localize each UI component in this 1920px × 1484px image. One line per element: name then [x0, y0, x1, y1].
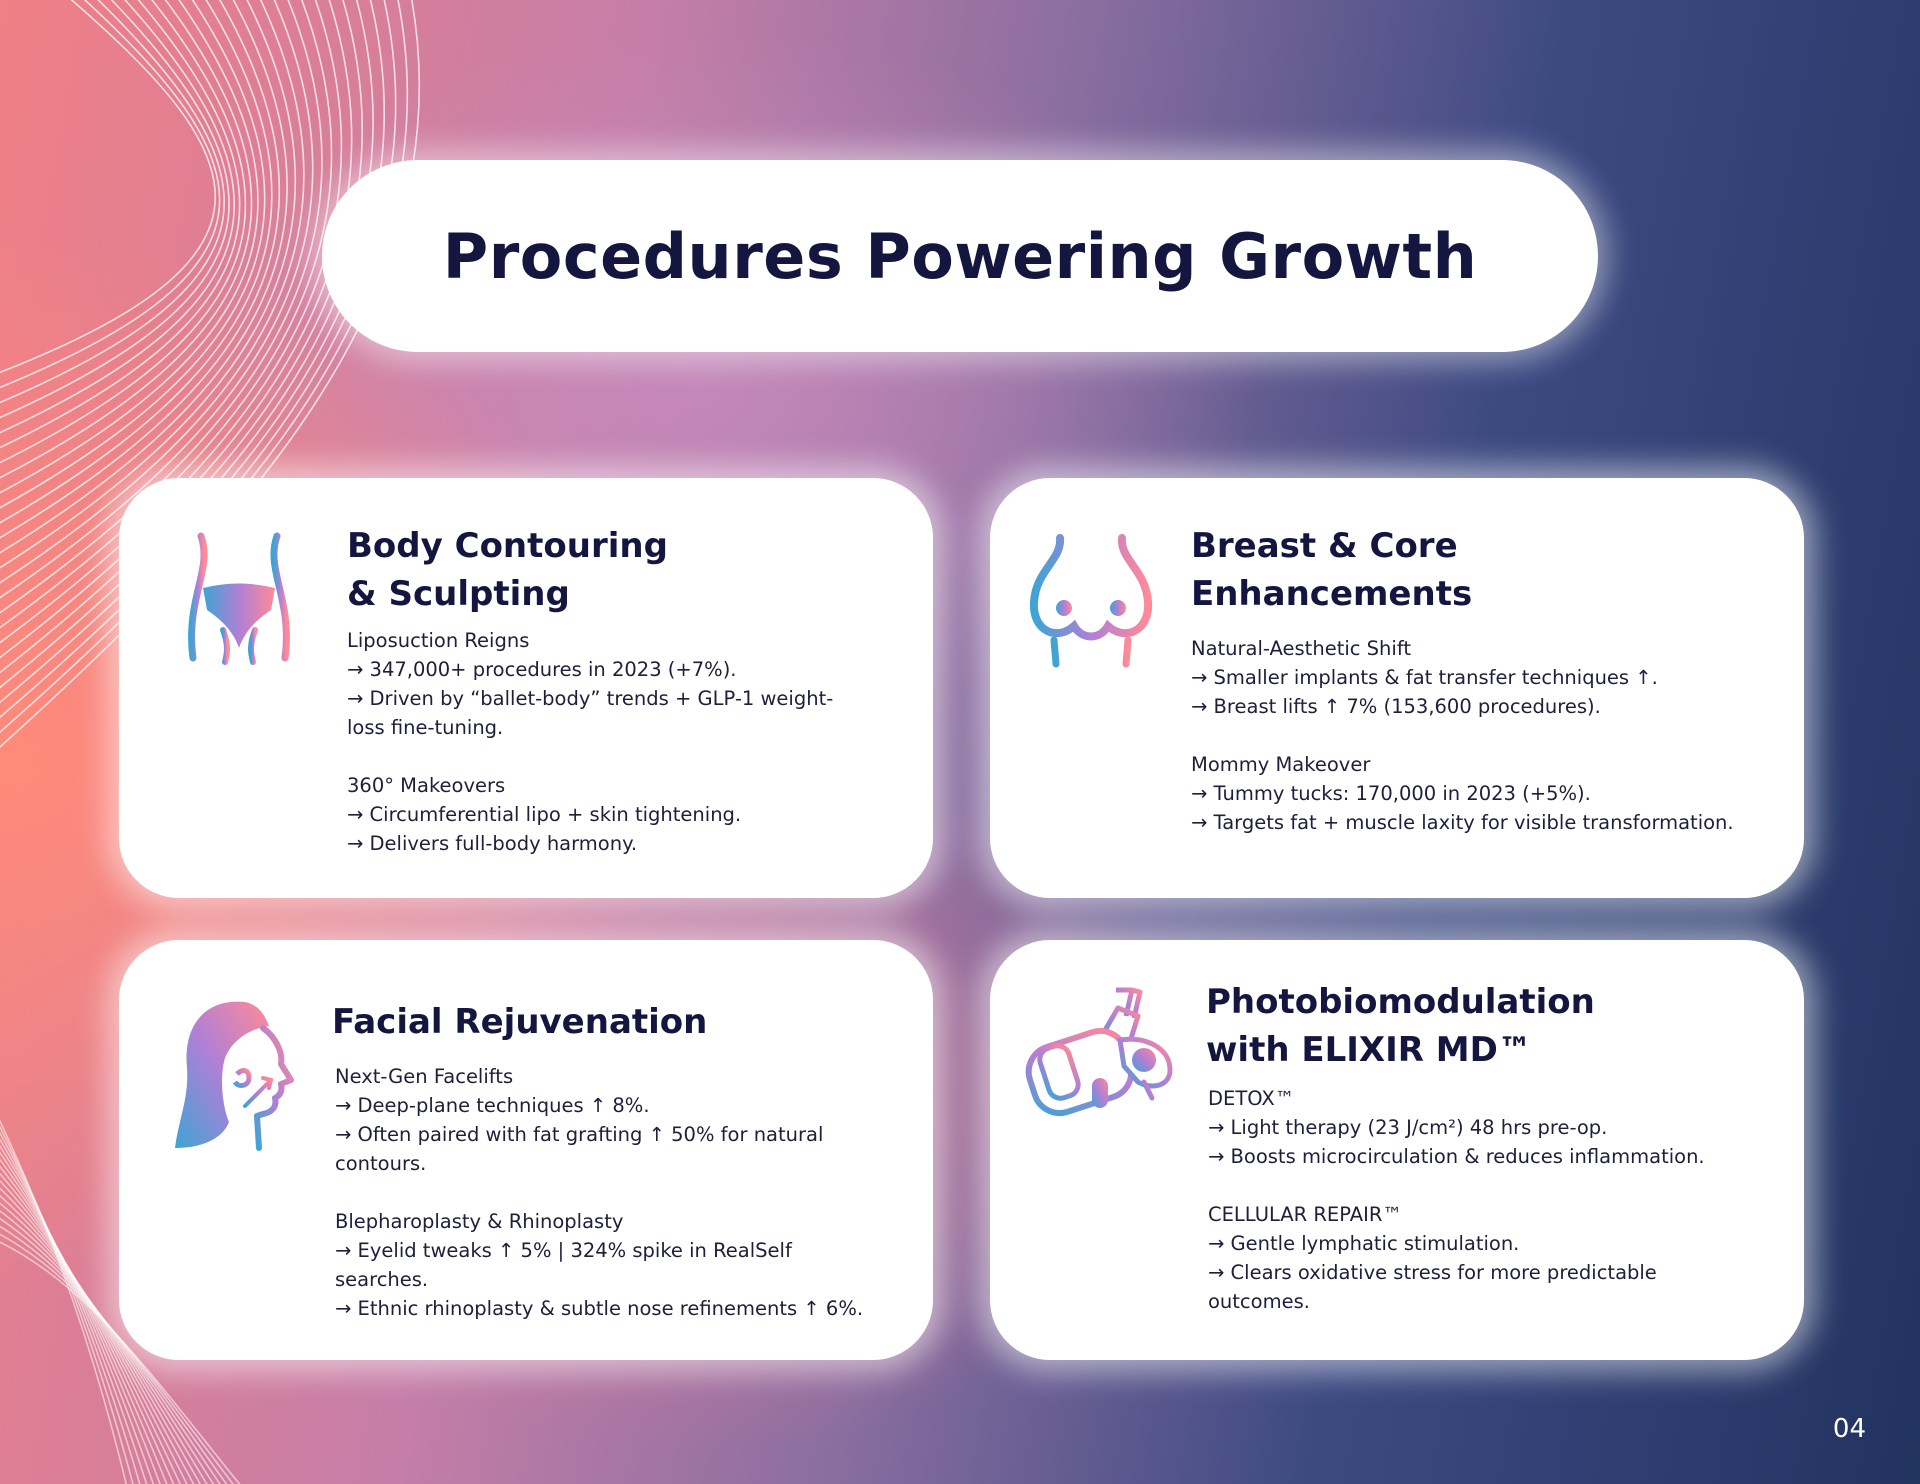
wave-line [0, 0, 305, 584]
card-body-contouring: Body Contouring & Sculpting Liposuction … [119, 478, 933, 898]
subheading: CELLULAR REPAIR™ [1208, 1203, 1402, 1226]
bullet-line: outcomes. [1208, 1290, 1310, 1313]
wave-line [0, 0, 314, 599]
subheading: Next-Gen Facelifts [335, 1065, 514, 1088]
wave-line [0, 0, 353, 659]
bullet-line: loss fine-tuning. [347, 716, 504, 739]
heading-line: Enhancements [1191, 574, 1473, 614]
bullet-line: → Circumferential lipo + skin tightening… [347, 803, 742, 826]
heading-line: & Sculpting [347, 574, 570, 614]
spacer [1208, 1171, 1778, 1200]
spacer [347, 742, 907, 771]
wave-line [0, 0, 230, 419]
title-banner: Procedures Powering Growth [322, 160, 1598, 352]
wave-line [0, 0, 333, 629]
wave-line [0, 0, 363, 674]
wave-line [0, 0, 374, 689]
subheading: 360° Makeovers [347, 774, 506, 797]
subheading: Natural-Aesthetic Shift [1191, 637, 1411, 660]
wave-line [0, 0, 397, 719]
wave-line [0, 0, 266, 509]
wave-line [0, 0, 421, 749]
wave-line [0, 0, 221, 389]
heading-line: Breast & Core [1191, 526, 1458, 566]
bullet-line: → Light therapy (23 J/cm²) 48 hrs pre-op… [1208, 1116, 1608, 1139]
subheading: DETOX™ [1208, 1087, 1295, 1110]
wave-line [0, 0, 273, 524]
card-heading: Body Contouring & Sculpting [347, 522, 668, 618]
bullet-line: → Targets fat + muscle laxity for visibl… [1191, 811, 1734, 834]
wave-line [0, 0, 225, 404]
wave-line [0, 0, 259, 494]
subheading: Mommy Makeover [1191, 753, 1371, 776]
bullet-line: → Driven by “ballet-body” trends + GLP-1… [347, 687, 834, 710]
page-number: 04 [1832, 1414, 1866, 1444]
wave-line [0, 0, 288, 554]
bullet-line: → Often paired with fat grafting ↑ 50% f… [335, 1123, 824, 1146]
card-heading: Photobiomodulation with ELIXIR MD™ [1206, 978, 1595, 1074]
bullet-line: → Deep-plane techniques ↑ 8%. [335, 1094, 650, 1117]
wave-line [0, 0, 323, 614]
wave-line [0, 0, 217, 374]
spacer [335, 1178, 915, 1207]
card-heading: Breast & Core Enhancements [1191, 522, 1472, 618]
wave-line [0, 0, 281, 539]
card-body-text: Next-Gen Facelifts → Deep-plane techniqu… [335, 1062, 915, 1323]
bullet-line: → Smaller implants & fat transfer techni… [1191, 666, 1658, 689]
heading-line: Body Contouring [347, 526, 668, 566]
bullet-line: searches. [335, 1268, 429, 1291]
card-facial-rejuvenation: Facial Rejuvenation Next-Gen Facelifts →… [119, 940, 933, 1360]
subheading: Blepharoplasty & Rhinoplasty [335, 1210, 624, 1233]
wave-line [0, 0, 253, 479]
bullet-line: → Breast lifts ↑ 7% (153,600 procedures)… [1191, 695, 1601, 718]
wave-line [0, 0, 241, 449]
card-body-text: DETOX™ → Light therapy (23 J/cm²) 48 hrs… [1208, 1084, 1778, 1316]
card-body-text: Liposuction Reigns → 347,000+ procedures… [347, 626, 907, 858]
breast-icon [1026, 530, 1156, 675]
page-title: Procedures Powering Growth [442, 219, 1478, 293]
body-contour-icon [179, 530, 299, 675]
bullet-line: → Tummy tucks: 170,000 in 2023 (+5%). [1191, 782, 1591, 805]
wave-line [0, 1241, 241, 1484]
wave-line [0, 0, 343, 644]
face-profile-icon [173, 998, 303, 1163]
card-photobiomodulation: Photobiomodulation with ELIXIR MD™ DETOX… [990, 940, 1804, 1360]
wave-line [0, 0, 235, 434]
wave-line [0, 0, 247, 464]
heading-line: with ELIXIR MD™ [1206, 1030, 1532, 1070]
wave-line [0, 0, 385, 704]
bullet-line: → Delivers full-body harmony. [347, 832, 638, 855]
wave-line [0, 0, 409, 734]
heading-line: Photobiomodulation [1206, 982, 1595, 1022]
bullet-line: contours. [335, 1152, 427, 1175]
card-body-text: Natural-Aesthetic Shift → Smaller implan… [1191, 634, 1781, 837]
heading-line: Facial Rejuvenation [332, 1002, 708, 1042]
subheading: Liposuction Reigns [347, 629, 530, 652]
spacer [1191, 721, 1781, 750]
bullet-line: → Gentle lymphatic stimulation. [1208, 1232, 1520, 1255]
wave-line [0, 0, 297, 569]
bullet-line: → Clears oxidative stress for more predi… [1208, 1261, 1657, 1284]
bullet-line: → 347,000+ procedures in 2023 (+7%). [347, 658, 737, 681]
bullet-line: → Eyelid tweaks ↑ 5% | 324% spike in Rea… [335, 1239, 792, 1262]
light-therapy-device-icon [1020, 986, 1180, 1131]
card-heading: Facial Rejuvenation [332, 998, 707, 1046]
bullet-line: → Ethnic rhinoplasty & subtle nose refin… [335, 1297, 864, 1320]
bullet-line: → Boosts microcirculation & reduces infl… [1208, 1145, 1705, 1168]
card-breast-core: Breast & Core Enhancements Natural-Aesth… [990, 478, 1804, 898]
